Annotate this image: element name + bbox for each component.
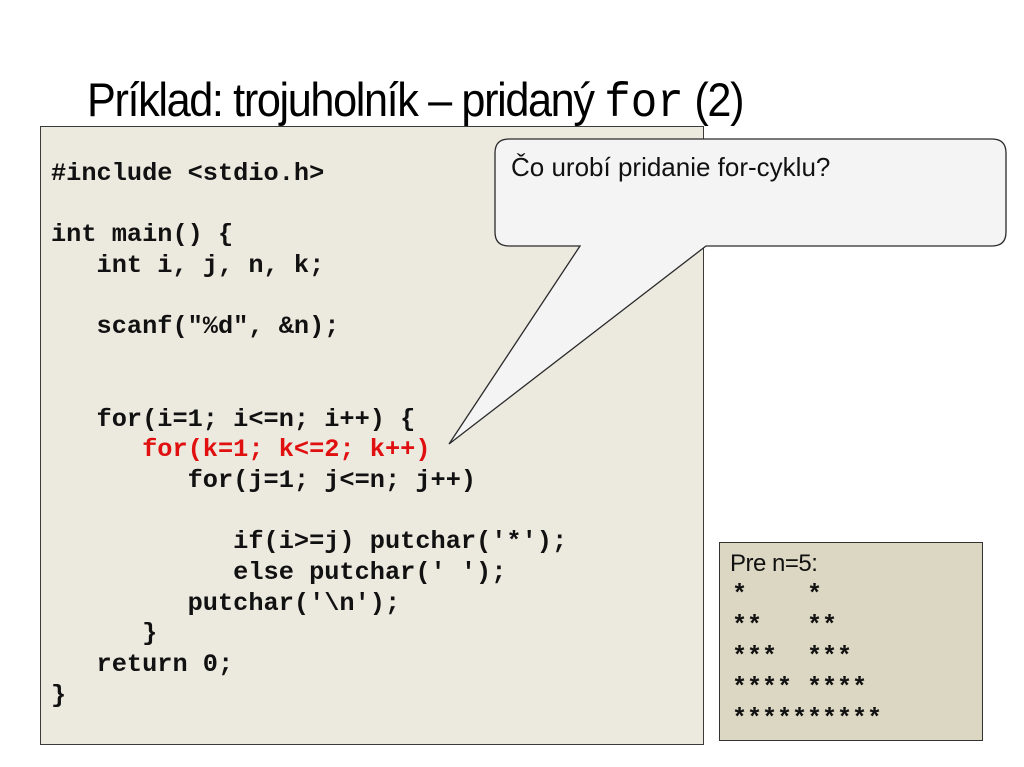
code-line: #include <stdio.h> <box>51 159 325 188</box>
title-code-keyword: for <box>604 77 684 131</box>
output-heading: Pre n=5: <box>730 550 818 577</box>
output-row: * * <box>732 580 823 609</box>
code-line: putchar('\n'); <box>51 588 401 618</box>
code-line: for(i=1; i<=n; i++) { <box>51 404 416 434</box>
code-line: scanf("%d", &n); <box>51 312 340 342</box>
title-suffix: (2) <box>683 73 744 126</box>
output-box: Pre n=5: * *** ***** ******* ***********… <box>719 542 983 741</box>
code-listing: #include <stdio.h> int main() { int i, j… <box>51 159 567 711</box>
code-line-highlighted: for(k=1; k<=2; k++) <box>51 435 431 465</box>
code-line: int main() { <box>51 220 234 250</box>
code-line: return 0; <box>51 650 234 679</box>
output-row: **** **** <box>732 673 868 702</box>
slide-title: Príklad: trojuholník – pridaný for (2) <box>87 72 744 131</box>
output-row: ** ** <box>732 611 838 640</box>
output-row: ********** <box>732 704 883 733</box>
code-line: } <box>51 619 158 649</box>
code-line: int i, j, n, k; <box>51 251 325 281</box>
code-line: else putchar(' '); <box>51 557 507 587</box>
speech-bubble-shape <box>448 138 1007 445</box>
code-line: if(i>=j) putchar('*'); <box>51 527 568 557</box>
title-text: Príklad: trojuholník – pridaný <box>87 73 605 126</box>
output-pattern: * *** ***** ******* ************** <box>732 579 882 734</box>
code-line: } <box>51 680 67 710</box>
code-line: for(j=1; j<=n; j++) <box>51 465 477 495</box>
output-row: *** *** <box>732 642 853 671</box>
callout-text: Čo urobí pridanie for-cyklu? <box>511 152 831 182</box>
